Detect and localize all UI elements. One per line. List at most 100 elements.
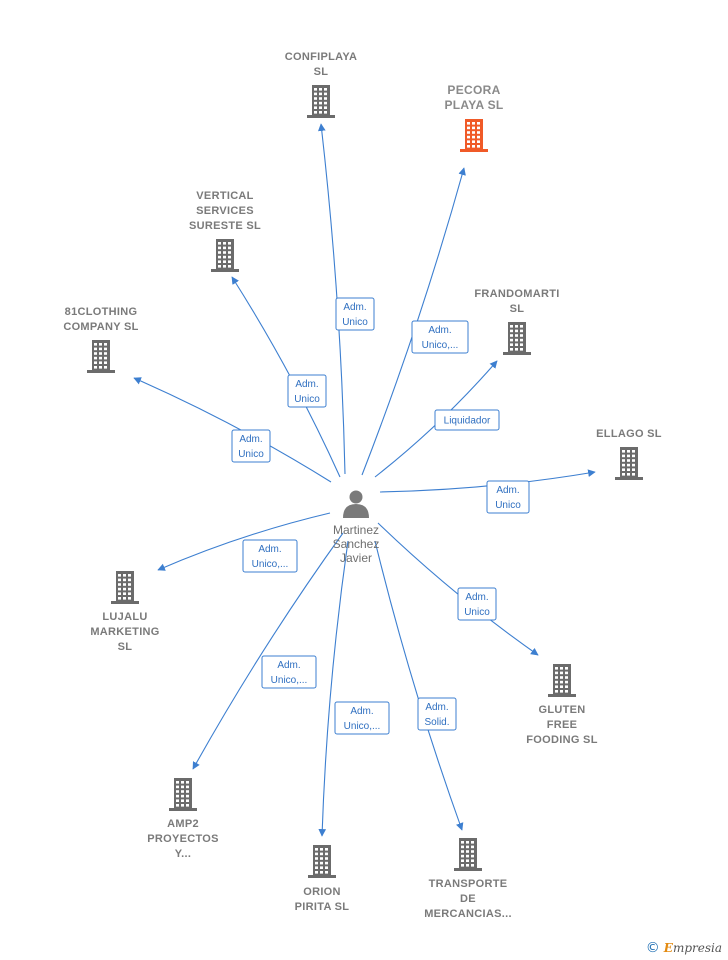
person-name-line: Sanchez — [333, 537, 380, 551]
building-window — [471, 864, 474, 867]
person-body — [343, 504, 369, 518]
building-icon[interactable] — [169, 778, 197, 811]
building-window — [471, 859, 474, 862]
building-window — [466, 854, 469, 858]
building-icon[interactable] — [211, 239, 239, 272]
edge-label-amp2[interactable]: Adm.Unico,... — [261, 655, 317, 689]
edge-label-text: Adm.Solid. — [424, 702, 449, 728]
building-window — [471, 841, 474, 844]
building-window — [218, 246, 221, 250]
building-window — [510, 334, 513, 337]
building-window — [555, 667, 558, 670]
building-window — [118, 587, 121, 591]
edge-label-pecora-playa[interactable]: Adm.Unico,... — [411, 320, 469, 354]
person-name-line: Javier — [340, 551, 372, 565]
building-window — [515, 338, 518, 342]
building-window — [228, 246, 231, 250]
building-window — [325, 861, 328, 865]
brand-name: mpresia — [672, 941, 722, 955]
building-window — [627, 459, 630, 462]
company-label-pecora-playa-line: PLAYA SL — [444, 98, 503, 112]
building-window — [118, 578, 121, 582]
building-window — [123, 578, 126, 582]
building-window — [319, 106, 322, 109]
building-window — [99, 347, 102, 351]
edge-label-transporte[interactable]: Adm.Solid. — [417, 697, 457, 731]
edge-label-text: Adm.Unico — [464, 592, 490, 618]
company-label-gluten-free-line: FREE — [547, 719, 578, 731]
edge-label-text-line: Unico,... — [344, 721, 381, 732]
edge-label-frandomarti[interactable]: Liquidador — [434, 409, 500, 431]
building-window — [477, 145, 480, 148]
building-window — [565, 671, 568, 675]
building-window — [319, 88, 322, 91]
building-window — [186, 790, 189, 793]
edge-label-box — [261, 655, 317, 689]
building-window — [324, 92, 327, 96]
edge-label-gluten-free[interactable]: Adm.Unico — [457, 587, 497, 621]
building-window — [632, 468, 635, 471]
company-label-lujalu-line: MARKETING — [90, 626, 159, 638]
building-icon[interactable] — [548, 664, 576, 697]
company-label-ellago-line: ELLAGO SL — [596, 428, 662, 440]
building-icon[interactable] — [87, 340, 115, 373]
edge-label-box — [434, 409, 500, 431]
building-window — [176, 799, 179, 802]
building-window — [472, 122, 475, 125]
building-window — [228, 242, 231, 245]
edge-label-vertical-services[interactable]: Adm.Unico — [287, 374, 327, 408]
building-window — [99, 352, 102, 355]
edge-label-ellago[interactable]: Adm.Unico — [486, 480, 530, 514]
building-icon[interactable] — [460, 119, 488, 152]
building-window — [325, 866, 328, 869]
building-window — [320, 848, 323, 851]
building-icon[interactable] — [307, 85, 335, 118]
edge-label-confiplaya[interactable]: Adm.Unico — [335, 297, 375, 331]
building-window — [315, 857, 318, 860]
building-window — [565, 667, 568, 670]
edge-label-lujalu[interactable]: Adm.Unico,... — [242, 539, 298, 573]
edge-label-81clothing[interactable]: Adm.Unico — [231, 429, 271, 463]
building-window — [622, 473, 625, 476]
company-label-transporte-line: MERCANCIAS... — [424, 908, 512, 920]
edge-label-orion-pirita[interactable]: Adm.Unico,... — [334, 701, 390, 735]
building-window — [324, 111, 327, 114]
building-window — [461, 859, 464, 862]
building-window — [181, 781, 184, 784]
building-window — [471, 850, 474, 853]
building-icon[interactable] — [503, 322, 531, 355]
building-window — [461, 841, 464, 844]
building-window — [128, 578, 131, 582]
building-base — [87, 370, 115, 373]
person-icon[interactable] — [343, 490, 369, 519]
building-window — [560, 680, 563, 684]
company-label-ellago: ELLAGO SL — [596, 428, 662, 440]
building-window — [622, 459, 625, 462]
building-base — [308, 875, 336, 878]
building-window — [181, 790, 184, 793]
building-window — [472, 131, 475, 134]
building-window — [128, 574, 131, 577]
building-icon[interactable] — [308, 845, 336, 878]
building-icon[interactable] — [111, 571, 139, 604]
company-label-gluten-free-line: FOODING SL — [526, 734, 597, 746]
building-icon[interactable] — [454, 838, 482, 871]
building-window — [94, 361, 97, 364]
building-icon[interactable] — [615, 447, 643, 480]
company-node-ellago[interactable]: ELLAGO SL — [596, 428, 662, 480]
building-window — [314, 106, 317, 109]
